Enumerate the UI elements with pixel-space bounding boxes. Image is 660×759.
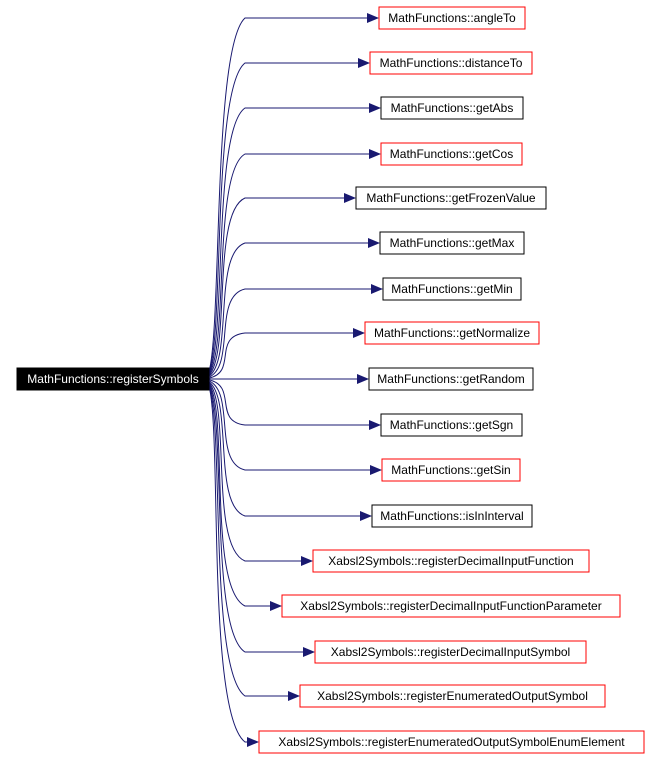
callee-node-label: MathFunctions::getSgn	[390, 418, 513, 432]
callee-node-math-functions-get-abs[interactable]: MathFunctions::getAbs	[380, 96, 524, 120]
callee-node-math-functions-is-in-interval[interactable]: MathFunctions::isInInterval	[371, 504, 533, 528]
callee-node-label: Xabsl2Symbols::registerEnumeratedOutputS…	[278, 735, 625, 749]
callee-node-box[interactable]	[355, 186, 547, 210]
callee-node-label: MathFunctions::getNormalize	[374, 326, 530, 340]
edge-to-xabsl2symbols-register-decimal-input-symbol	[208, 384, 315, 657]
callee-node-math-functions-get-min[interactable]: MathFunctions::getMin	[382, 277, 522, 301]
callee-node-box[interactable]	[381, 458, 521, 482]
callee-node-label: MathFunctions::getCos	[390, 147, 513, 161]
callee-node-box[interactable]	[380, 142, 523, 166]
nodes-group: MathFunctions::registerSymbols MathFunct…	[16, 6, 645, 754]
root-node-label: MathFunctions::registerSymbols	[27, 372, 198, 386]
callee-node-label: MathFunctions::getMax	[390, 236, 515, 250]
edge-to-math-functions-get-normalize	[208, 328, 365, 379]
callee-node-math-functions-get-cos[interactable]: MathFunctions::getCos	[380, 142, 523, 166]
callee-node-box[interactable]	[281, 594, 621, 618]
callee-node-math-functions-distance-to[interactable]: MathFunctions::distanceTo	[369, 51, 533, 75]
callee-node-box[interactable]	[378, 6, 526, 30]
callee-node-label: Xabsl2Symbols::registerDecimalInputSymbo…	[331, 645, 570, 659]
callee-node-xabsl2symbols-register-decimal-input-function[interactable]: Xabsl2Symbols::registerDecimalInputFunct…	[312, 549, 590, 573]
callee-node-label: Xabsl2Symbols::registerEnumeratedOutputS…	[317, 689, 588, 703]
callee-node-label: MathFunctions::getFrozenValue	[366, 191, 536, 205]
callee-node-box[interactable]	[369, 51, 533, 75]
callee-node-math-functions-get-sin[interactable]: MathFunctions::getSin	[381, 458, 521, 482]
edge-to-xabsl2symbols-register-decimal-input-function-parameter	[208, 383, 282, 611]
callee-node-label: MathFunctions::isInInterval	[380, 509, 523, 523]
callee-node-box[interactable]	[299, 684, 606, 708]
edge-to-math-functions-get-max	[208, 238, 380, 377]
callee-node-box[interactable]	[368, 367, 534, 391]
callee-node-box[interactable]	[371, 504, 533, 528]
callee-node-xabsl2symbols-register-decimal-input-function-parameter[interactable]: Xabsl2Symbols::registerDecimalInputFunct…	[281, 594, 621, 618]
callee-node-math-functions-get-random[interactable]: MathFunctions::getRandom	[368, 367, 534, 391]
callee-node-label: MathFunctions::angleTo	[388, 11, 516, 25]
callee-node-math-functions-get-max[interactable]: MathFunctions::getMax	[379, 231, 525, 255]
callee-node-box[interactable]	[364, 321, 540, 345]
callee-node-math-functions-angle-to[interactable]: MathFunctions::angleTo	[378, 6, 526, 30]
callee-node-label: MathFunctions::getAbs	[391, 101, 514, 115]
callee-node-xabsl2symbols-register-enumerated-output-symbol-enum-element[interactable]: Xabsl2Symbols::registerEnumeratedOutputS…	[258, 730, 645, 754]
callee-node-label: MathFunctions::getSin	[391, 463, 510, 477]
edge-to-xabsl2symbols-register-enumerated-output-symbol-enum-element	[208, 386, 259, 747]
edge-to-xabsl2symbols-register-enumerated-output-symbol	[208, 385, 300, 701]
edge-to-math-functions-distance-to	[208, 58, 370, 373]
edge-to-math-functions-get-abs	[208, 103, 381, 374]
callee-node-label: Xabsl2Symbols::registerDecimalInputFunct…	[300, 599, 601, 613]
callee-node-box[interactable]	[312, 549, 590, 573]
edge-to-math-functions-get-cos	[208, 149, 381, 375]
edge-to-math-functions-get-sgn	[208, 379, 381, 430]
callee-node-math-functions-get-frozen-value[interactable]: MathFunctions::getFrozenValue	[355, 186, 547, 210]
callee-node-math-functions-get-sgn[interactable]: MathFunctions::getSgn	[380, 413, 523, 437]
edge-to-math-functions-get-min	[208, 284, 383, 378]
callee-node-label: MathFunctions::distanceTo	[380, 56, 523, 70]
callee-node-label: MathFunctions::getRandom	[377, 372, 524, 386]
callee-node-box[interactable]	[380, 413, 523, 437]
edge-to-math-functions-angle-to	[208, 13, 379, 372]
callee-node-math-functions-get-normalize[interactable]: MathFunctions::getNormalize	[364, 321, 540, 345]
edges-group	[208, 13, 383, 747]
callee-node-label: MathFunctions::getMin	[391, 282, 512, 296]
callee-node-xabsl2symbols-register-enumerated-output-symbol[interactable]: Xabsl2Symbols::registerEnumeratedOutputS…	[299, 684, 606, 708]
callee-node-xabsl2symbols-register-decimal-input-symbol[interactable]: Xabsl2Symbols::registerDecimalInputSymbo…	[314, 640, 587, 664]
callee-node-box[interactable]	[314, 640, 587, 664]
callee-node-box[interactable]	[258, 730, 645, 754]
edge-to-math-functions-get-frozen-value	[208, 193, 356, 376]
edge-to-xabsl2symbols-register-decimal-input-function	[208, 382, 313, 566]
callee-node-label: Xabsl2Symbols::registerDecimalInputFunct…	[328, 554, 573, 568]
root-node-box[interactable]	[16, 367, 210, 391]
edge-to-math-functions-is-in-interval	[208, 381, 372, 521]
edge-to-math-functions-get-sin	[208, 380, 382, 475]
callee-node-box[interactable]	[379, 231, 525, 255]
callee-node-box[interactable]	[382, 277, 522, 301]
callee-node-box[interactable]	[380, 96, 524, 120]
root-node[interactable]: MathFunctions::registerSymbols	[16, 367, 210, 391]
